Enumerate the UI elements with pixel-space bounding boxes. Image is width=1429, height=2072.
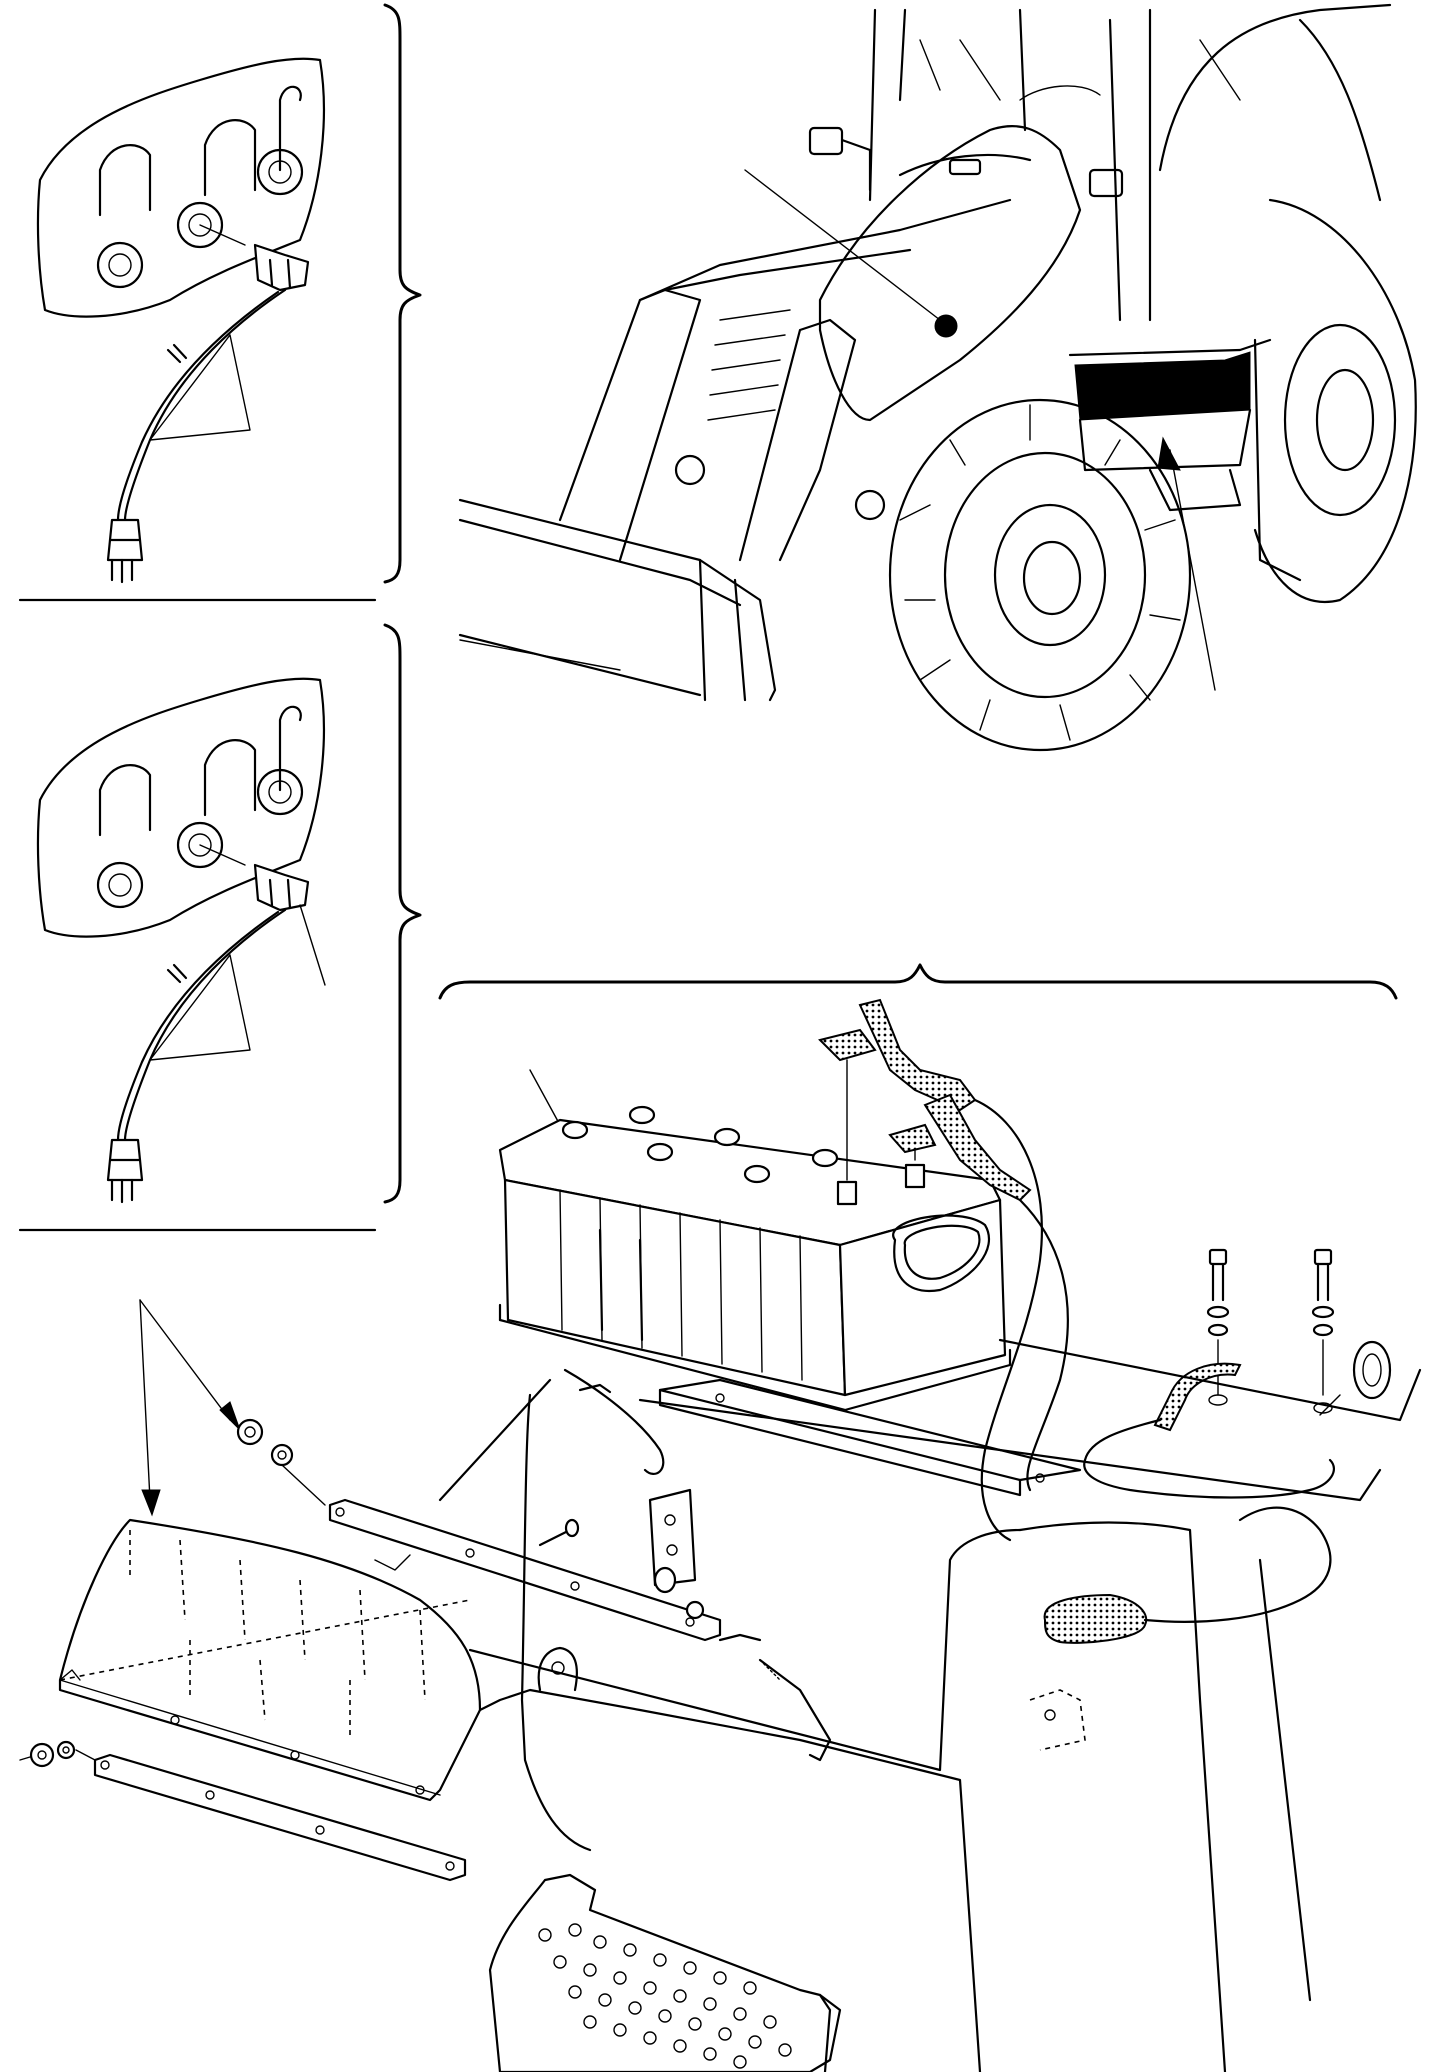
sensor-detail-middle [36, 677, 326, 1204]
battery-assembly [498, 998, 1422, 1542]
backhoe-loader-overview [458, 3, 1417, 752]
hold-down-bolts [1206, 1248, 1335, 1396]
bracket-middle [383, 623, 422, 1204]
cover-and-step-assembly [19, 1299, 1332, 2072]
step-holes [538, 1923, 792, 2069]
battery-caps [561, 1105, 839, 1184]
bracket-top [383, 3, 422, 584]
bracket-battery [438, 963, 1398, 1000]
sensor-detail-top [36, 57, 326, 584]
